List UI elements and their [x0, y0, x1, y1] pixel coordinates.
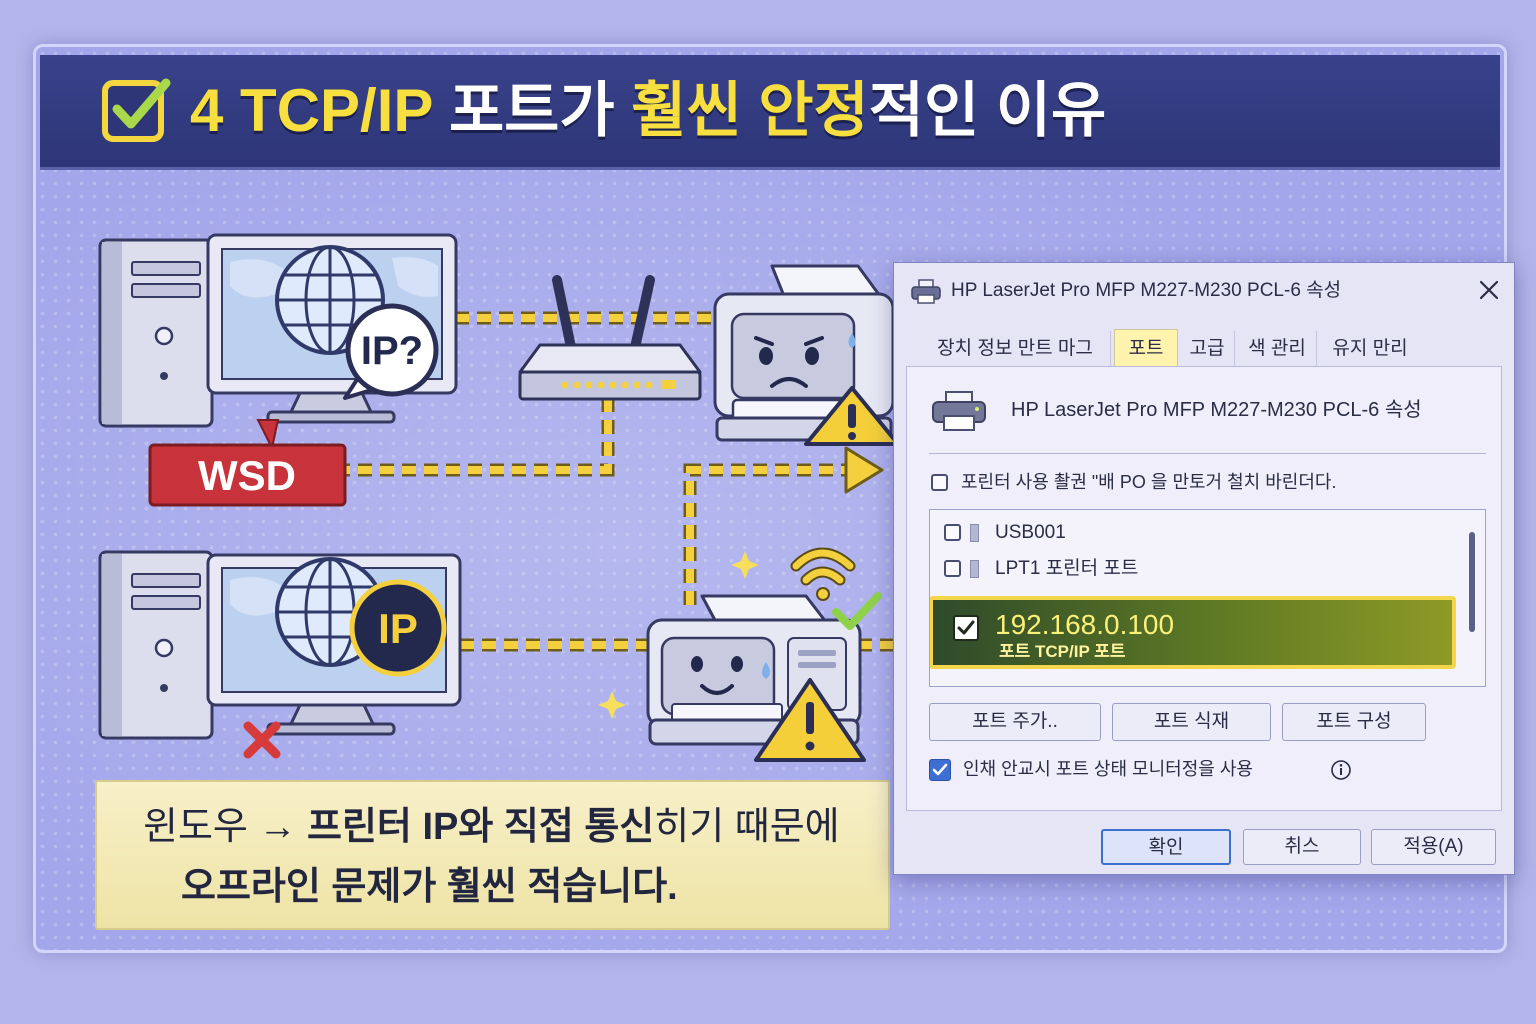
- configure-port-button[interactable]: 포트 구성: [1282, 703, 1426, 741]
- divider: [929, 453, 1486, 454]
- port-description: 포트 TCP/IP 포트: [999, 642, 1126, 661]
- dialog-title: HP LaserJet Pro MFP M227-M230 PCL-6 속성: [951, 280, 1342, 301]
- info-icon[interactable]: [1330, 759, 1352, 781]
- port-monitor-checkbox[interactable]: [929, 759, 951, 781]
- checkmark-icon: [957, 620, 975, 635]
- port-monitor-label: 인채 안교시 포트 상태 모니터정을 사용: [963, 759, 1253, 779]
- port-checkbox[interactable]: [944, 560, 961, 577]
- close-button[interactable]: [1474, 275, 1504, 305]
- title-part-3: 훨씬 안정: [631, 77, 869, 144]
- banner-line-1-a: 윈도우 →: [143, 806, 307, 848]
- summary-banner: 윈도우 → 프린터 IP와 직접 통신히기 때문에 오프라인 문제가 훨씬 적습…: [95, 780, 890, 930]
- banner-line-2: 오프라인 문제가 훨씬 적습니다.: [181, 866, 678, 908]
- tab-maintenance[interactable]: 유지 만리: [1332, 338, 1408, 359]
- port-name: LPT1 포린터 포트: [995, 558, 1139, 579]
- checkbox-check-icon: [102, 78, 171, 142]
- tab-ports[interactable]: 포트: [1114, 329, 1178, 368]
- list-item[interactable]: LPT1 포린터 포트: [930, 552, 1460, 586]
- scrollbar-thumb[interactable]: [1469, 532, 1475, 632]
- checkmark-icon: [932, 763, 948, 776]
- printer-icon: [911, 279, 941, 304]
- port-icon: [970, 524, 979, 542]
- title-part-4: 적인 이유: [868, 77, 1107, 144]
- apply-button[interactable]: 적용(A): [1371, 829, 1496, 865]
- cancel-button[interactable]: 취스: [1243, 829, 1361, 865]
- title-bar: 4 TCP/IP 포트가 훨씬 안정적인 이유: [40, 55, 1500, 170]
- printer-icon: [932, 391, 986, 431]
- title-part-1: 4 TCP/IP: [190, 77, 449, 144]
- tab-device-info[interactable]: 장치 정보 만트 마그: [920, 331, 1111, 366]
- ok-button[interactable]: 확인: [1101, 829, 1231, 865]
- print-to-port-checkbox[interactable]: [931, 474, 948, 491]
- close-icon: [1479, 280, 1499, 300]
- port-icon: [970, 560, 979, 578]
- port-checkbox[interactable]: [953, 615, 979, 641]
- port-name: 192.168.0.100: [995, 609, 1175, 640]
- delete-port-button[interactable]: 포트 식재: [1112, 703, 1271, 741]
- print-to-port-label: 포린터 사용 촬권 "배 PO 을 만토거 철치 바린더다.: [961, 472, 1337, 492]
- port-checkbox[interactable]: [944, 524, 961, 541]
- title-part-2: 포트가: [448, 77, 632, 144]
- list-item-selected[interactable]: 192.168.0.100 포트 TCP/IP 포트: [930, 596, 1456, 669]
- printer-properties-dialog: HP LaserJet Pro MFP M227-M230 PCL-6 속성 장…: [893, 262, 1515, 875]
- scrollbar[interactable]: [1466, 512, 1480, 684]
- banner-line-1-c: 히기 때문에: [654, 806, 840, 848]
- port-list[interactable]: USB001 LPT1 포린터 포트 192.168.0.100 포트 TCP/…: [929, 509, 1486, 687]
- page-title: 4 TCP/IP 포트가 훨씬 안정적인 이유: [190, 63, 1106, 158]
- list-item[interactable]: USB001: [930, 516, 1460, 550]
- banner-line-1-b: 프린터 IP와 직접 통신: [307, 806, 655, 848]
- printer-name-header: HP LaserJet Pro MFP M227-M230 PCL-6 속성: [1011, 399, 1422, 421]
- tab-color-management[interactable]: 색 관리: [1238, 331, 1317, 366]
- banner-line-1: 윈도우 → 프린터 IP와 직접 통신히기 때문에: [143, 804, 840, 850]
- tab-advanced[interactable]: 고급: [1180, 331, 1235, 366]
- add-port-button[interactable]: 포트 주가..: [929, 703, 1101, 741]
- port-name: USB001: [995, 522, 1066, 543]
